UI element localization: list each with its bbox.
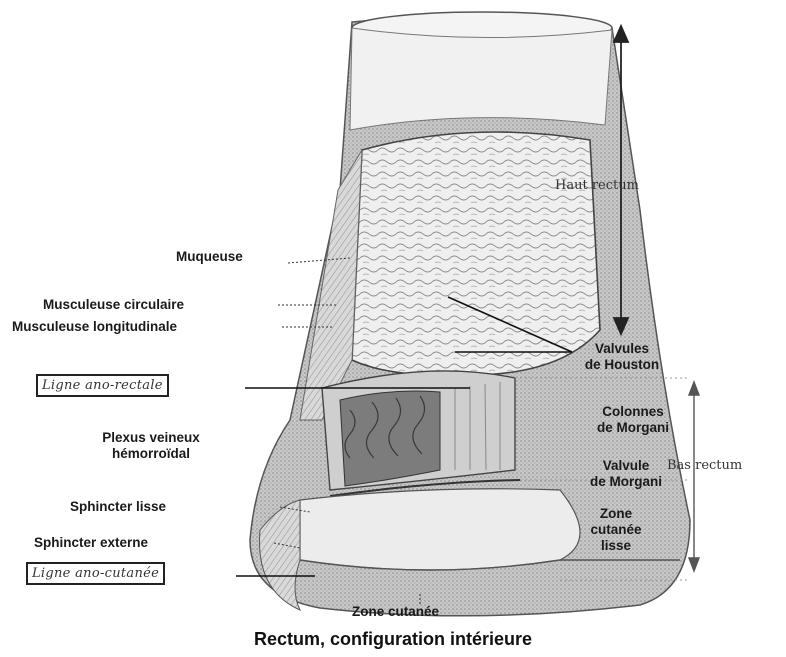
label-muqueuse: Muqueuse	[176, 249, 243, 265]
label-zone-cutanee-lisse: Zone cutanée lisse	[576, 506, 656, 554]
valvules-houston-line2: de Houston	[576, 357, 668, 373]
label-musculeuse-circulaire: Musculeuse circulaire	[43, 297, 184, 313]
label-colonnes-morgani: Colonnes de Morgani	[574, 404, 692, 436]
smooth-skin-zone	[300, 489, 580, 570]
label-musculeuse-longitudinale: Musculeuse longitudinale	[12, 319, 177, 335]
label-ligne-ano-rectale: Ligne ano-rectale	[36, 374, 169, 397]
colonnes-morgani-line1: Colonnes	[574, 404, 692, 420]
label-ligne-ano-cutanee: Ligne ano-cutanée	[26, 562, 165, 585]
plexus-line2: hémorroïdal	[66, 446, 236, 462]
label-sphincter-lisse: Sphincter lisse	[70, 499, 166, 515]
plexus-line1: Plexus veineux	[66, 430, 236, 446]
valvule-morgani-line2: de Morgani	[566, 474, 686, 490]
figure-caption: Rectum, configuration intérieure	[0, 629, 786, 650]
label-zone-cutanee: Zone cutanée	[352, 604, 439, 620]
label-haut-rectum: Haut rectum	[555, 178, 639, 194]
label-bas-rectum: Bas rectum	[667, 458, 742, 474]
zone-cutanee-lisse-line1: Zone	[576, 506, 656, 522]
mucosa-cavity	[352, 132, 600, 375]
label-sphincter-externe: Sphincter externe	[34, 535, 148, 551]
label-valvules-houston: Valvules de Houston	[576, 341, 668, 373]
zone-cutanee-lisse-line2: cutanée	[576, 522, 656, 538]
label-plexus-veineux: Plexus veineux hémorroïdal	[66, 430, 236, 462]
colonnes-morgani-line2: de Morgani	[574, 420, 692, 436]
valvules-houston-line1: Valvules	[576, 341, 668, 357]
zone-cutanee-lisse-line3: lisse	[576, 538, 656, 554]
hemorrhoidal-plexus	[340, 391, 440, 486]
